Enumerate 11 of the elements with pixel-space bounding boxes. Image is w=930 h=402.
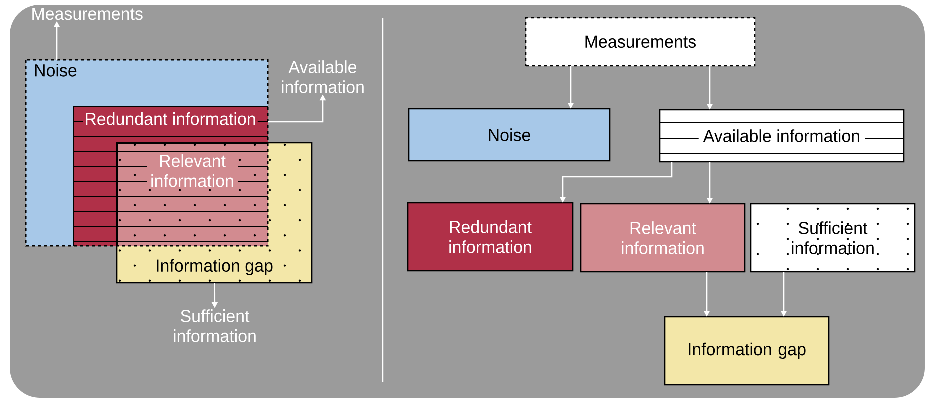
process-box: Relevant information: [580, 203, 746, 273]
process-box: Information gap: [664, 316, 830, 386]
dashed-box: Measurements: [525, 17, 756, 67]
striped-box: Available information: [659, 109, 905, 163]
process-box: Redundant information: [407, 202, 574, 272]
text-label: Available information: [282, 60, 364, 94]
dotted-box: Sufficient information: [750, 203, 916, 273]
text-label: Sufficient information: [174, 310, 256, 342]
overlap-region: Relevant information: [117, 143, 268, 246]
text-label: Measurements: [32, 8, 143, 20]
process-box: Noise: [408, 108, 611, 162]
